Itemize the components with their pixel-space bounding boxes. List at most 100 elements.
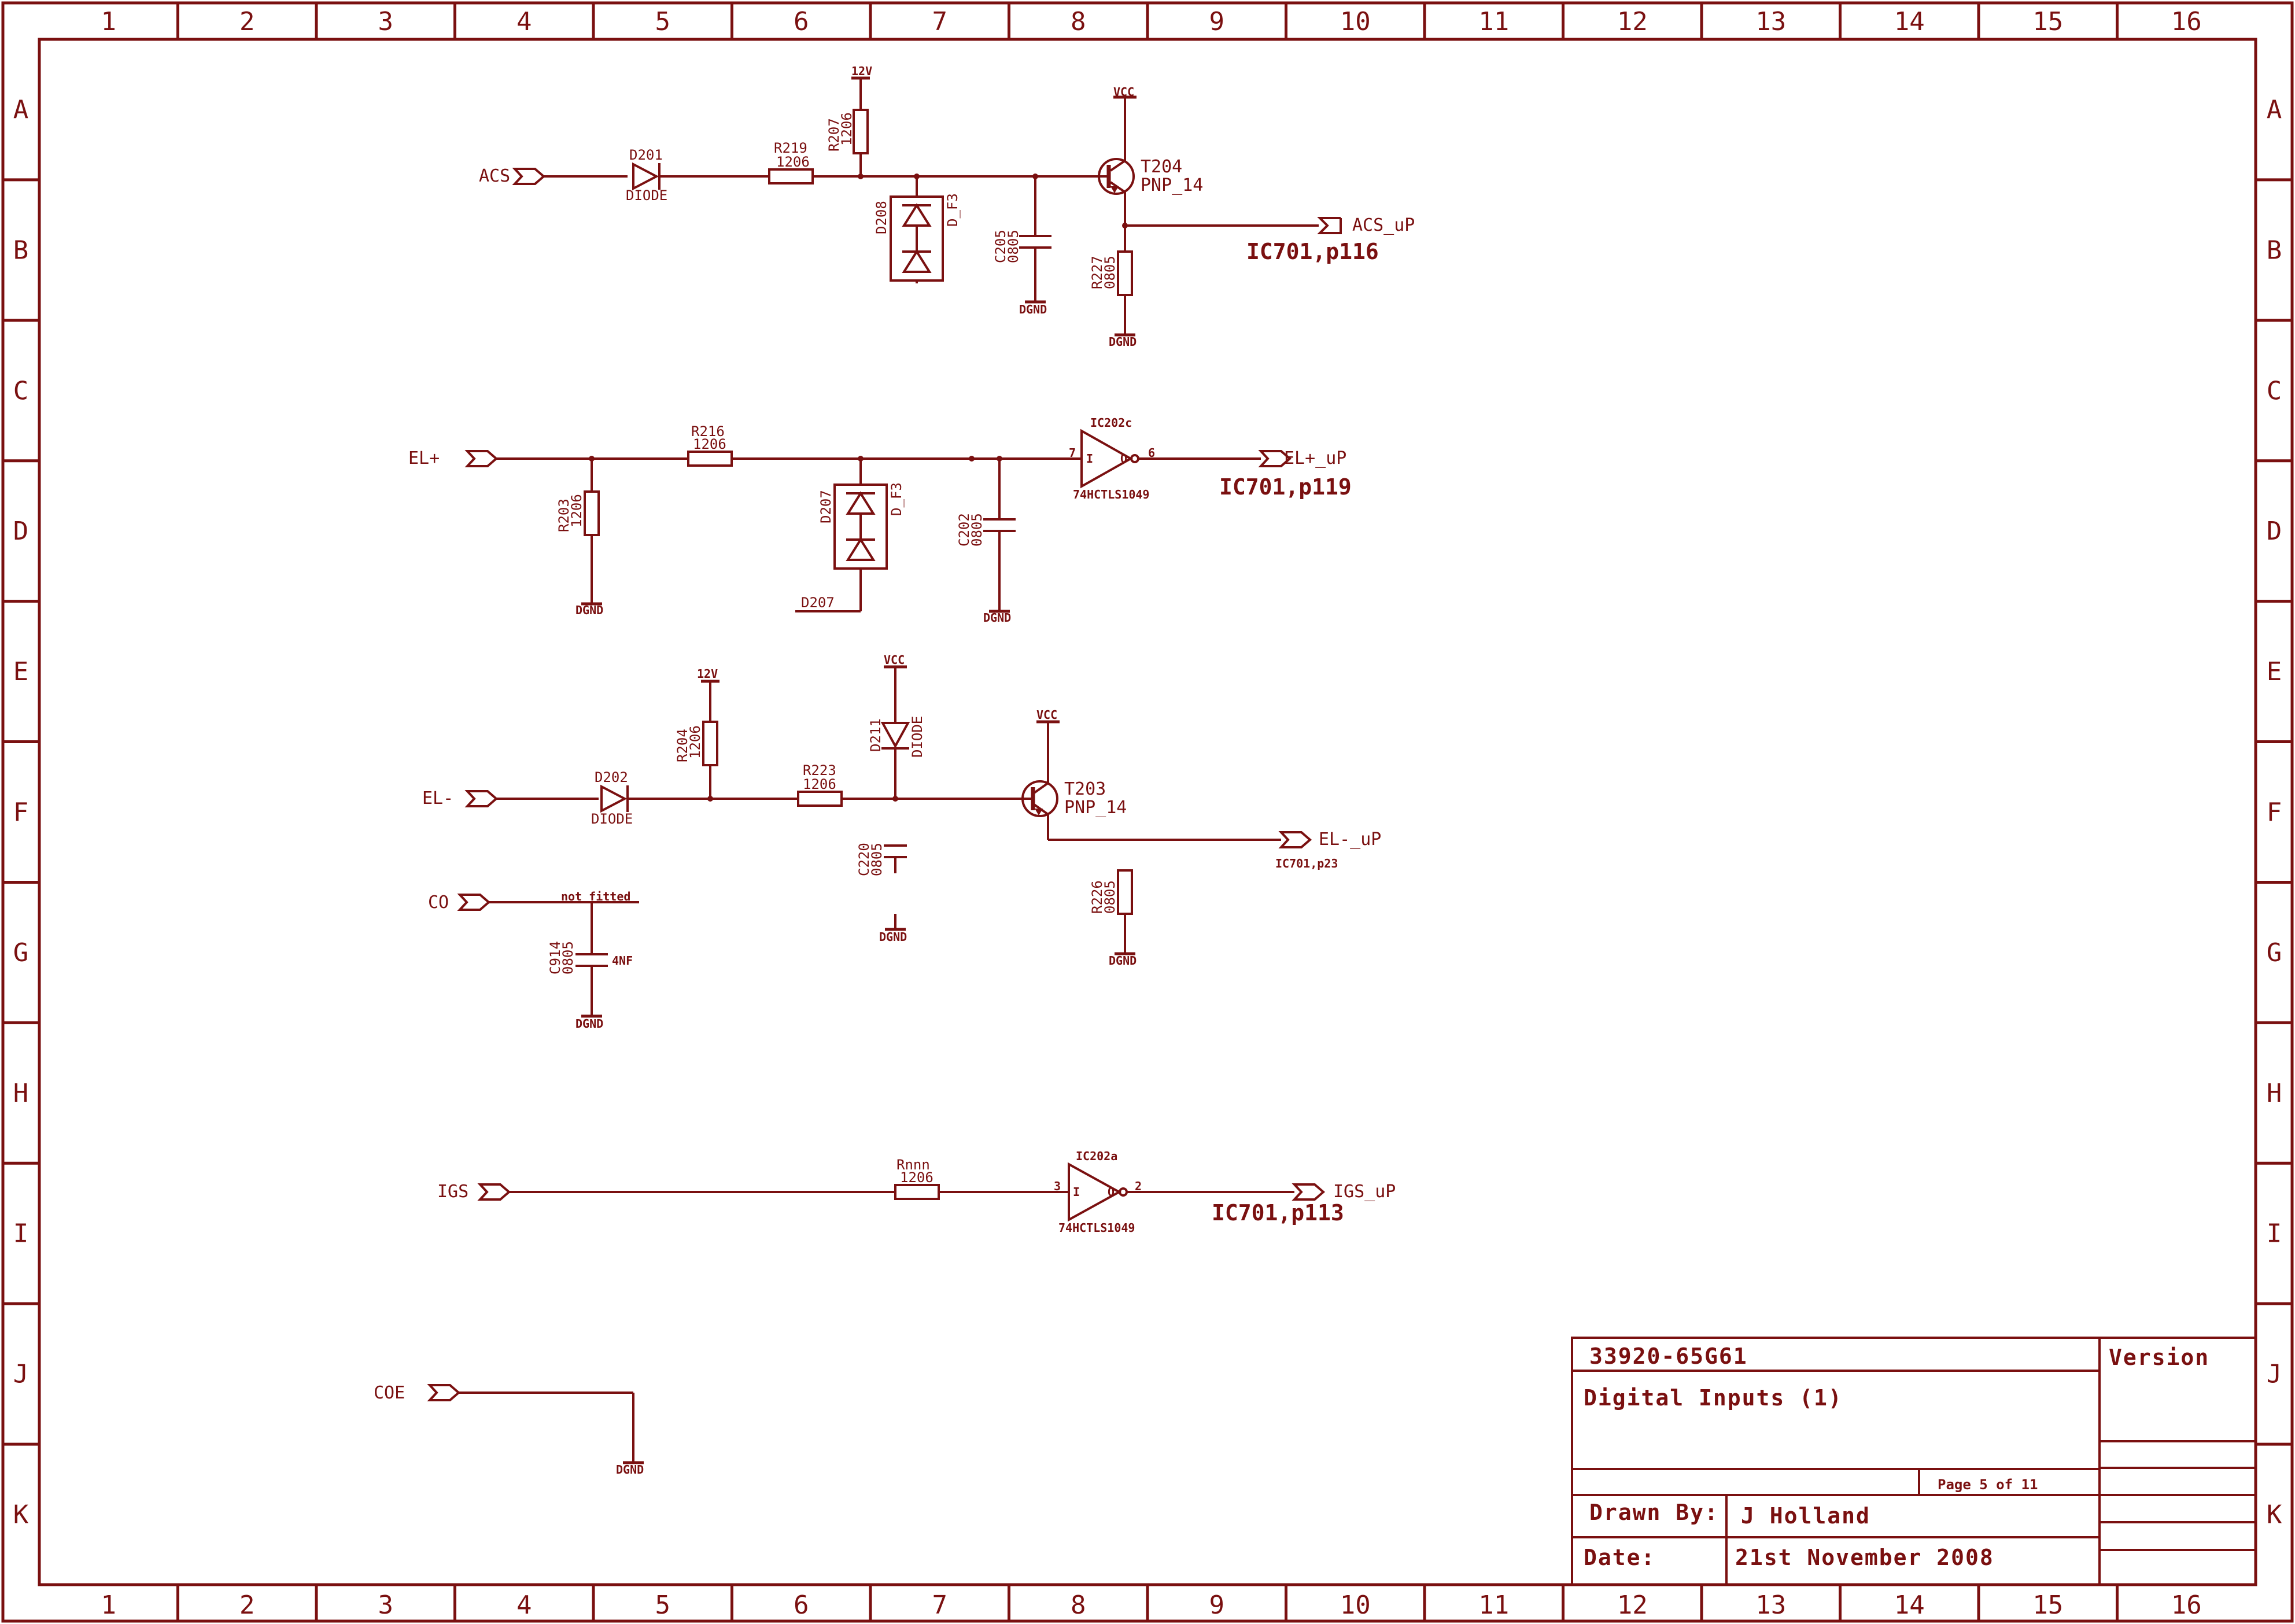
column-label: 4 bbox=[516, 1590, 532, 1620]
column-label: 2 bbox=[239, 1590, 255, 1620]
ref-el-minus: IC701,p23 bbox=[1275, 857, 1338, 870]
column-label: 5 bbox=[655, 7, 671, 36]
ic202a-pin-in: 3 bbox=[1054, 1179, 1061, 1193]
row-label: C bbox=[13, 376, 29, 405]
column-label: 8 bbox=[1071, 7, 1086, 36]
r204-12v: 12V bbox=[697, 667, 718, 681]
column-label: 5 bbox=[655, 1590, 671, 1620]
port-co: CO bbox=[428, 892, 449, 913]
d208-ref: D208 bbox=[873, 201, 890, 234]
d211-ref: D211 bbox=[868, 718, 884, 752]
drawn-by-label: Drawn By: bbox=[1589, 1500, 1719, 1525]
d201-ref: D201 bbox=[629, 147, 663, 163]
column-label: 14 bbox=[1894, 1590, 1925, 1620]
c202-value: 0805 bbox=[969, 513, 985, 547]
ic202a-out-label: O bbox=[1108, 1185, 1115, 1199]
row-label: E bbox=[2267, 657, 2282, 686]
column-label: 10 bbox=[1340, 7, 1371, 36]
column-label: 16 bbox=[2171, 1590, 2202, 1620]
row-label: G bbox=[13, 938, 29, 968]
r203-gnd: DGND bbox=[575, 603, 603, 617]
ic202c-out-label: O bbox=[1120, 452, 1127, 466]
port-el-minus-up: EL-_uP bbox=[1319, 829, 1381, 850]
column-label: 9 bbox=[1209, 1590, 1225, 1620]
port-igs: IGS bbox=[437, 1182, 468, 1202]
column-label: 4 bbox=[516, 7, 532, 36]
r227-value: 0805 bbox=[1102, 256, 1118, 289]
row-label: A bbox=[2267, 95, 2282, 124]
column-label: 2 bbox=[239, 7, 255, 36]
d202-value: DIODE bbox=[591, 811, 633, 827]
r203-value: 1206 bbox=[569, 494, 585, 527]
port-acs: ACS bbox=[479, 166, 510, 186]
column-label: 6 bbox=[794, 1590, 809, 1620]
d207-value: D_F3 bbox=[888, 482, 905, 516]
r219-value: 1206 bbox=[776, 154, 810, 170]
row-label: D bbox=[13, 516, 29, 546]
row-label: G bbox=[2267, 938, 2282, 968]
c914-gnd: DGND bbox=[575, 1017, 603, 1031]
page-number: Page 5 of 11 bbox=[1938, 1477, 2038, 1493]
column-label: 14 bbox=[1894, 7, 1925, 36]
drawn-by: J Holland bbox=[1741, 1503, 1870, 1529]
rnnn-value: 1206 bbox=[900, 1169, 934, 1186]
circuit-el-minus bbox=[464, 665, 1312, 955]
c202-gnd: DGND bbox=[983, 611, 1011, 625]
r227-ref: R227 bbox=[1089, 256, 1105, 289]
column-label: 15 bbox=[2032, 7, 2063, 36]
column-label: 10 bbox=[1340, 1590, 1371, 1620]
r203-ref: R203 bbox=[556, 499, 572, 532]
c914-ref: C914 bbox=[547, 941, 563, 975]
d207-net: D207 bbox=[801, 595, 835, 611]
row-label: D bbox=[2267, 516, 2282, 546]
port-igs-up: IGS_uP bbox=[1333, 1182, 1396, 1202]
c205-ref: C205 bbox=[992, 230, 1009, 263]
r226-gnd: DGND bbox=[1109, 954, 1137, 968]
d211-value: DIODE bbox=[909, 716, 925, 758]
t204-value: PNP_14 bbox=[1141, 175, 1203, 195]
column-label: 12 bbox=[1617, 1590, 1648, 1620]
date-label: Date: bbox=[1584, 1545, 1655, 1570]
r216-ref: R216 bbox=[691, 423, 725, 440]
column-label: 7 bbox=[932, 7, 948, 36]
row-label: K bbox=[2267, 1500, 2282, 1530]
row-label: A bbox=[13, 95, 29, 124]
c914-cap: 4NF bbox=[612, 954, 633, 968]
column-label: 13 bbox=[1755, 1590, 1786, 1620]
port-acs-up: ACS_uP bbox=[1352, 215, 1415, 235]
row-label: F bbox=[13, 798, 29, 827]
r204-ref: R204 bbox=[674, 729, 691, 762]
r223-value: 1206 bbox=[803, 776, 836, 792]
column-label: 1 bbox=[101, 7, 117, 36]
column-label: 3 bbox=[378, 7, 394, 36]
rnnn-ref: Rnnn bbox=[896, 1157, 930, 1173]
t204-vcc: VCC bbox=[1113, 85, 1134, 99]
column-label: 15 bbox=[2032, 1590, 2063, 1620]
ic202a-ref: IC202a bbox=[1076, 1149, 1117, 1163]
ic202a-in-label: I bbox=[1073, 1185, 1080, 1199]
c202-ref: C202 bbox=[956, 513, 972, 547]
ic202c-pin-out: 6 bbox=[1148, 446, 1155, 460]
r216-value: 1206 bbox=[693, 436, 726, 452]
column-label: 13 bbox=[1755, 7, 1786, 36]
d201-value: DIODE bbox=[626, 187, 667, 204]
row-label: B bbox=[13, 235, 29, 265]
r207-ref: R207 bbox=[826, 118, 842, 152]
ref-acs: IC701,p116 bbox=[1246, 239, 1379, 264]
circuit-acs bbox=[512, 76, 1342, 337]
coe-gnd: DGND bbox=[616, 1463, 644, 1477]
r226-value: 0805 bbox=[1102, 880, 1118, 914]
power-12v: 12V bbox=[851, 64, 872, 78]
ic202c-part: 74HCTLS1049 bbox=[1073, 488, 1149, 501]
drawing-title: Digital Inputs (1) bbox=[1584, 1385, 1843, 1411]
not-fitted-label: not fitted bbox=[561, 889, 630, 903]
column-label: 9 bbox=[1209, 7, 1225, 36]
t203-vcc: VCC bbox=[1036, 708, 1057, 722]
row-label: B bbox=[2267, 235, 2282, 265]
row-label: H bbox=[13, 1079, 29, 1108]
port-el-plus: EL+ bbox=[408, 448, 440, 468]
